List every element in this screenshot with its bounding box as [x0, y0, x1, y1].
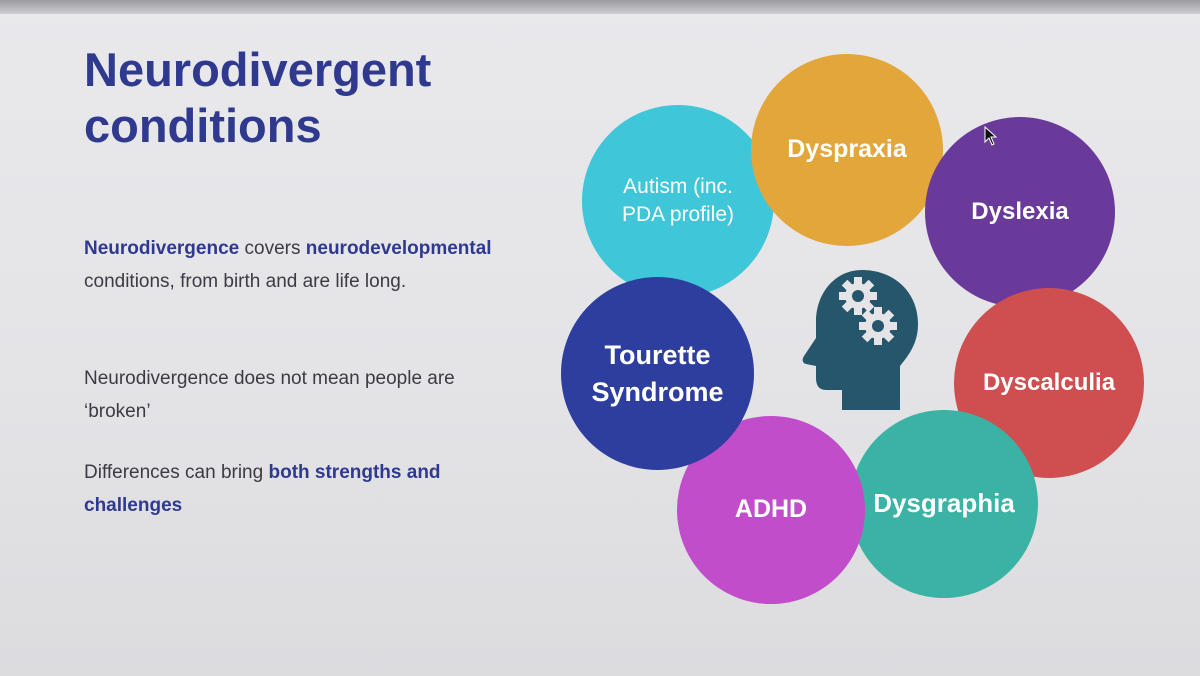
- circle-autism: Autism (inc. PDA profile): [582, 105, 774, 297]
- screen-top-edge: [0, 0, 1200, 14]
- slide-title: Neurodivergent conditions: [84, 42, 584, 154]
- term-neurodivergence: Neurodivergence: [84, 238, 240, 259]
- paragraph-strengths: Differences can bring both strengths and…: [84, 456, 504, 522]
- circle-dyspraxia: Dyspraxia: [751, 54, 943, 246]
- mouse-cursor-icon: [984, 126, 998, 146]
- circle-autism-line1: Autism (inc.: [623, 174, 733, 198]
- head-with-gears-icon: [802, 270, 918, 410]
- slide-title-line1: Neurodivergent: [84, 43, 432, 96]
- circle-tourette-label: Tourette Syndrome: [591, 337, 723, 410]
- circle-autism-label: Autism (inc. PDA profile): [622, 173, 734, 230]
- circle-dyscalculia-label: Dyscalculia: [982, 368, 1116, 396]
- p3-text: Differences can bring: [84, 462, 269, 483]
- p1-text-1: covers: [239, 238, 306, 259]
- circle-dysgraphia-label: Dysgraphia: [873, 488, 1015, 519]
- paragraph-definition: Neurodivergence covers neurodevelopmenta…: [84, 232, 504, 298]
- circle-tourette-line2: Syndrome: [591, 376, 724, 407]
- circle-tourette: Tourette Syndrome: [561, 277, 754, 470]
- circle-dyspraxia-label: Dyspraxia: [787, 135, 907, 164]
- term-neurodevelopmental: neurodevelopmental: [305, 238, 492, 259]
- slide-title-line2: conditions: [84, 99, 322, 152]
- circle-dyslexia: Dyslexia: [925, 117, 1115, 307]
- circle-dysgraphia: Dysgraphia: [850, 410, 1038, 598]
- term-strengths-challenges: both strengths and challenges: [84, 462, 441, 516]
- circle-autism-line2: PDA profile): [621, 203, 735, 226]
- circle-tourette-line1: Tourette: [604, 340, 711, 371]
- circle-dyslexia-label: Dyslexia: [971, 197, 1069, 225]
- circle-adhd-label: ADHD: [734, 495, 808, 524]
- p1-text-2: conditions, from birth and are life long…: [84, 271, 407, 292]
- paragraph-not-broken: Neurodivergence does not mean people are…: [84, 368, 455, 422]
